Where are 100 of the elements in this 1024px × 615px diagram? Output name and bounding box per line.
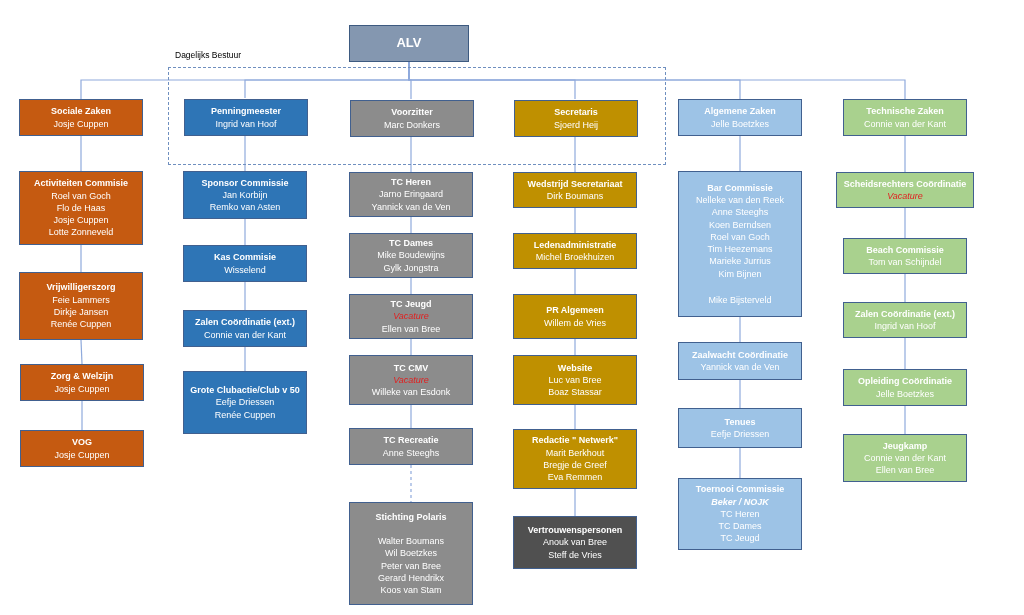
person-name: Kim Bijnen: [718, 267, 762, 281]
person-name: Marieke Jurrius: [709, 255, 771, 268]
person-name: Anne Steeghs: [711, 206, 769, 219]
connector-line: [574, 268, 576, 295]
org-box: [678, 342, 802, 380]
box-heading: Stichting Polaris: [375, 510, 447, 523]
connector-line: [904, 405, 906, 435]
box-heading: Penningmeester: [211, 105, 281, 118]
org-box: [843, 238, 967, 274]
box-heading: Voorzitter: [391, 106, 433, 119]
org-box: [513, 516, 637, 569]
box-heading: Beach Commissie: [866, 243, 944, 256]
person-name: Jelle Boetzkes: [876, 387, 934, 400]
person-name: Josje Cuppen: [54, 448, 110, 461]
assembly-box: [349, 25, 469, 62]
connector-line: [574, 488, 576, 517]
person-name: Tom van Schijndel: [868, 256, 942, 269]
connector-line: [410, 277, 412, 295]
box-heading: Scheidsrechters Coördinatie: [843, 177, 967, 190]
box-heading: Redactie " Netwerk": [531, 434, 619, 447]
connector-line: [904, 135, 906, 173]
person-name: Willem de Vries: [543, 316, 607, 329]
org-box: [678, 478, 802, 550]
connector-line: [81, 400, 83, 431]
org-box: [183, 310, 307, 347]
person-name: Eefje Driessen: [710, 428, 770, 441]
org-box: [843, 434, 967, 482]
person-name: Josje Cuppen: [54, 382, 110, 395]
org-box: [19, 171, 143, 245]
person-name: Gerard Hendrikx: [378, 571, 444, 585]
box-heading: TC Recreatie: [383, 434, 439, 447]
connector-line: [80, 135, 82, 172]
connector-line: [574, 338, 576, 356]
connector-line: [244, 218, 246, 246]
box-heading: PR Algemeen: [546, 304, 604, 317]
box-heading: Zalen Coördinatie (ext.): [855, 307, 955, 320]
person-name: Flo de Haas: [56, 201, 106, 215]
person-name: Mike Boudewijns: [377, 249, 445, 262]
org-box: [349, 172, 473, 217]
person-name: Luc van Bree: [548, 373, 602, 387]
org-box: [19, 99, 143, 136]
box-heading: Wedstrijd Secretariaat: [527, 177, 623, 190]
group-label: Dagelijks Bestuur: [175, 49, 242, 62]
org-box: [678, 99, 802, 136]
person-name: Renée Cuppen: [50, 318, 112, 331]
org-box: [349, 355, 473, 405]
box-heading: VOG: [72, 436, 92, 449]
connector-line: [574, 207, 576, 234]
org-box: [513, 233, 637, 269]
box-heading: Zorg & Welzijn: [50, 370, 114, 383]
org-box: [183, 245, 307, 282]
org-box: [678, 171, 802, 317]
person-name: Koos van Stam: [380, 584, 442, 597]
person-name: Ellen van Bree: [381, 322, 441, 335]
connector-line: [80, 244, 82, 273]
box-subheading: Beker / NOJK: [711, 495, 769, 508]
box-heading: Website: [557, 361, 593, 374]
box-heading: Toernooi Commissie: [695, 483, 785, 496]
box-heading: Activiteiten Commisie: [34, 177, 128, 190]
person-name: Roel van Goch: [51, 189, 111, 202]
box-heading: Bar Commissie: [707, 181, 773, 194]
box-heading: Tenues: [724, 415, 756, 428]
person-name: Walter Boumans: [377, 534, 445, 548]
box-heading: ALV: [396, 37, 422, 50]
box-heading: Zalen Coördinatie (ext.): [195, 316, 295, 329]
person-name: Josje Cuppen: [53, 117, 109, 130]
connector-line: [739, 447, 741, 479]
person-name: Marc Donkers: [384, 118, 440, 131]
connector-line: [80, 339, 83, 365]
org-box: [678, 408, 802, 448]
org-box: [20, 430, 144, 467]
box-heading: TC CMV: [393, 361, 429, 374]
person-name: Yannick van de Ven: [371, 200, 451, 213]
person-name: Mike Bijsterveld: [708, 294, 772, 307]
person-name: Josje Cuppen: [53, 214, 109, 227]
connector-line: [739, 135, 741, 172]
connector-line: [739, 316, 741, 343]
box-heading: Ledenadministratie: [533, 238, 617, 251]
org-box: [513, 355, 637, 405]
person-name: Michel Broekhuizen: [535, 251, 615, 264]
person-name: TC Dames: [718, 520, 762, 533]
box-heading: Sponsor Commissie: [201, 176, 289, 189]
connector-line: [904, 337, 906, 370]
person-name: Ingrid van Hoof: [874, 320, 936, 333]
person-name: Peter van Bree: [380, 559, 441, 572]
person-name: Boaz Stassar: [548, 386, 602, 399]
person-name: Lotte Zonneveld: [48, 226, 114, 239]
org-box: [513, 429, 637, 489]
connector-line: [244, 134, 246, 172]
connector-line: [410, 135, 412, 173]
org-box: [183, 371, 307, 434]
person-name: Roel van Goch: [710, 230, 770, 244]
person-name: Connie van der Kant: [863, 117, 947, 130]
box-heading: TC Heren: [391, 176, 431, 189]
person-name: Renée Cuppen: [214, 408, 276, 421]
org-box: [513, 172, 637, 208]
person-name: Gylk Jongstra: [383, 261, 439, 274]
box-heading: Opleiding Coördinatie: [858, 375, 952, 388]
person-name: Connie van der Kant: [203, 328, 287, 341]
org-box: [350, 100, 474, 137]
